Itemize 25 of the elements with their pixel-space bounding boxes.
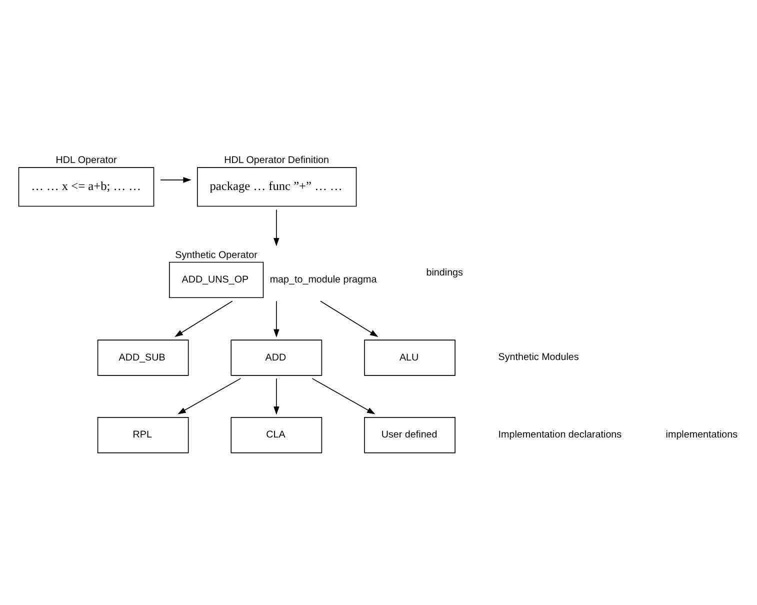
node-label: HDL Operator	[56, 154, 117, 166]
label: Synthetic Modules	[498, 351, 579, 362]
node-box: User defined	[364, 416, 456, 453]
arrow	[178, 378, 242, 414]
arrow	[160, 176, 192, 182]
arrow	[274, 378, 280, 414]
arrow	[312, 378, 376, 414]
arrow	[274, 300, 280, 338]
label: implementations	[666, 428, 738, 440]
node-label: Synthetic Operator	[175, 249, 258, 260]
node-box: … … x <= a+b; … …	[18, 166, 154, 206]
arrow	[174, 300, 233, 336]
label: bindings	[426, 267, 463, 278]
node-box: RPL	[97, 416, 189, 453]
node-label: HDL Operator Definition	[224, 154, 330, 166]
node-box: ADD_UNS_OP	[168, 261, 264, 298]
node-box: ALU	[364, 339, 456, 376]
node-box: package … func ”+” … …	[196, 166, 357, 206]
node-label: map_to_module pragma	[270, 274, 377, 285]
arrow	[274, 208, 280, 246]
node-box: ADD_SUB	[97, 339, 189, 376]
node-box: CLA	[230, 416, 322, 453]
label: Implementation declarations	[498, 428, 622, 440]
node-box: ADD	[230, 339, 322, 376]
arrow	[320, 300, 378, 336]
